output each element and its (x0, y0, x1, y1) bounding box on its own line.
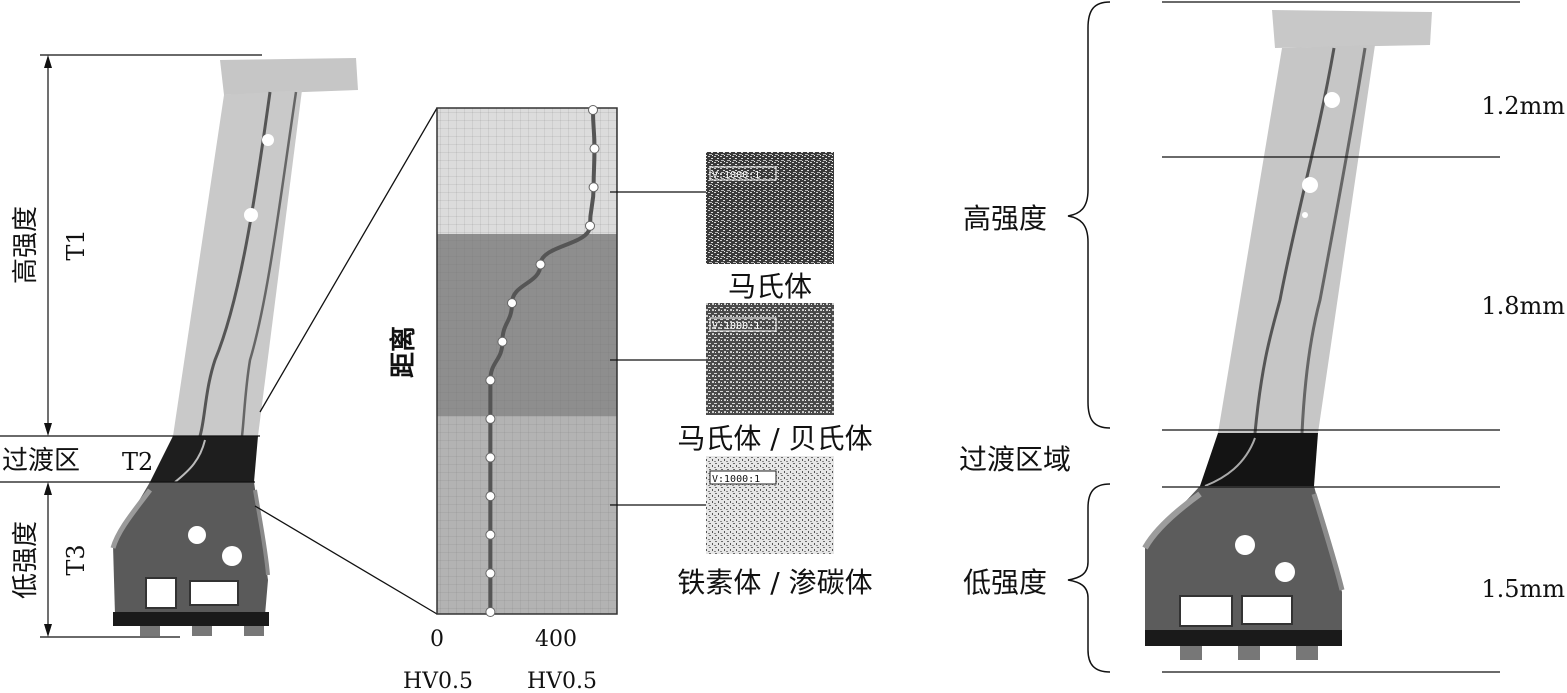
thickness-label-3: 1.5mm (1481, 575, 1565, 603)
hardness-data-point (590, 144, 599, 153)
left-part-tab (140, 626, 160, 636)
left-part-tab (244, 626, 264, 636)
micrograph-caption-martensite: 马氏体 (728, 270, 812, 303)
right-part-hole (1324, 92, 1340, 108)
right-part-tab (1296, 646, 1318, 660)
micrograph-ferrite-cementite: V:1000:1 (706, 456, 834, 554)
x-unit-label-left: HV0.5 (403, 669, 473, 693)
hardness-data-point (498, 337, 507, 346)
x-unit-label-right: HV0.5 (527, 669, 597, 693)
left-part-slot (146, 578, 176, 608)
left-part-hole (262, 134, 274, 146)
hardness-data-point (486, 569, 495, 578)
right-part-tab (1238, 646, 1260, 660)
hardness-data-point (486, 530, 495, 539)
t3-label: 低强度 (11, 521, 41, 599)
arrowhead-icon (44, 482, 52, 495)
left-part-bottom-flange (113, 612, 269, 626)
micrograph-scale-tag: V:1000:1 (712, 321, 760, 332)
micrograph-scale-tag: V:1000:1 (712, 170, 760, 181)
hardness-data-point (486, 453, 495, 462)
thickness-label-2: 1.8mm (1481, 292, 1565, 320)
x-tick-label-0: 0 (430, 627, 444, 652)
micrograph-image (706, 303, 834, 415)
t1-label: 高强度 (11, 206, 41, 284)
micrograph-martensite-bainite: V:1000:1 (706, 303, 834, 415)
right-part-top-flange (1272, 10, 1432, 48)
hardness-data-point (589, 183, 598, 192)
arrowhead-icon (44, 55, 52, 68)
right-part-hole (1235, 535, 1255, 555)
left-part-tab (192, 626, 212, 636)
hardness-data-point (486, 492, 495, 501)
y-axis-label: 距离 (388, 326, 419, 378)
t2-code: T2 (122, 448, 153, 476)
right-low-strength-label: 低强度 (963, 566, 1047, 599)
left-part (113, 58, 358, 636)
micrograph-caption-ferrite-cementite: 铁素体 / 渗碳体 (677, 566, 872, 599)
right-part-hole (1275, 562, 1295, 582)
right-part-hole (1302, 212, 1308, 218)
hardness-data-point (486, 376, 495, 385)
brace-high-strength-icon (1068, 2, 1110, 428)
right-transition-label: 过渡区域 (959, 443, 1071, 476)
hardness-data-point (536, 260, 545, 269)
brace-low-strength-icon (1068, 484, 1110, 672)
micrograph-image (706, 152, 834, 264)
right-high-strength-label: 高强度 (963, 202, 1047, 235)
hardness-chart (437, 106, 617, 617)
right-part (1145, 10, 1432, 660)
right-part-bottom-flange (1145, 630, 1342, 646)
zoom-connector-bottom (255, 506, 437, 614)
left-part-hole (244, 208, 258, 222)
arrowhead-icon (44, 624, 52, 637)
left-part-top-flange (220, 58, 358, 95)
left-part-slot (190, 581, 238, 605)
micrograph-scale-tag: V:1000:1 (712, 474, 760, 485)
t3-code: T3 (62, 544, 90, 575)
left-part-hole (222, 546, 242, 566)
hardness-data-point (486, 414, 495, 423)
t1-code: T1 (62, 229, 90, 260)
hardness-data-point (508, 299, 517, 308)
right-part-high-strength-zone (1218, 45, 1375, 433)
arrowhead-icon (44, 423, 52, 436)
thickness-label-1: 1.2mm (1481, 92, 1565, 120)
left-part-hole (188, 526, 206, 544)
right-part-transition-zone (1200, 433, 1318, 486)
x-tick-label-400: 400 (535, 627, 577, 652)
left-part-high-strength-zone (173, 90, 302, 436)
right-part-slot (1180, 596, 1232, 626)
right-part-hole (1302, 177, 1318, 193)
micrograph-martensite: V:1000:1 (706, 152, 834, 264)
hardness-data-point (486, 608, 495, 617)
right-part-slot (1242, 596, 1292, 624)
right-part-tab (1180, 646, 1202, 660)
hardness-data-point (586, 221, 595, 230)
t2-label: 过渡区 (2, 446, 80, 476)
micrograph-caption-martensite-bainite: 马氏体 / 贝氏体 (677, 422, 872, 455)
hardness-data-point (589, 106, 598, 115)
